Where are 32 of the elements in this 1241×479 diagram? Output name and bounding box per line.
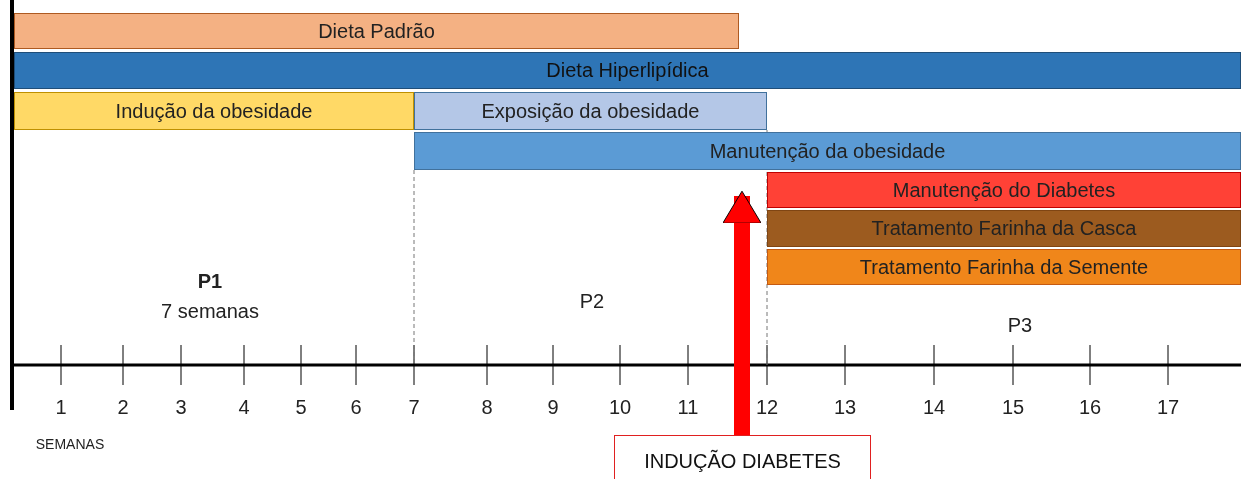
tick-label: 1 [55, 396, 67, 419]
period-label: P3 [1007, 314, 1033, 337]
phase-bar: Tratamento Farinha da Casca [767, 210, 1241, 247]
tick-label: 8 [481, 396, 493, 419]
tick-label: 17 [1156, 396, 1180, 419]
tick-label: 7 [408, 396, 420, 419]
phase-bar: Manutenção da obesidade [414, 132, 1241, 170]
phase-bar: Manutenção do Diabetes [767, 172, 1241, 208]
period-duration: 7 semanas [161, 300, 259, 323]
tick-label: 6 [350, 396, 362, 419]
arrow [722, 190, 762, 435]
tick-label: 9 [547, 396, 559, 419]
tick-label: 11 [677, 396, 699, 419]
tick-label: 2 [117, 396, 129, 419]
tick-label: 3 [175, 396, 187, 419]
period-label: P1 [197, 270, 223, 293]
tick-label: 15 [1001, 396, 1025, 419]
axis-title: SEMANAS [35, 436, 105, 452]
period-label: P2 [579, 290, 605, 313]
tick-label: 4 [238, 396, 250, 419]
tick-label: 5 [295, 396, 307, 419]
phase-bar: Dieta Hiperlipídica [14, 52, 1241, 89]
phase-bar: Indução da obesidade [14, 92, 414, 130]
tick-label: 13 [833, 396, 857, 419]
phase-bar: Exposição da obesidade [414, 92, 767, 130]
annotation-box: INDUÇÃO DIABETES [614, 435, 871, 479]
tick-label: 12 [755, 396, 779, 419]
tick-label: 16 [1078, 396, 1102, 419]
phase-bar: Tratamento Farinha da Semente [767, 249, 1241, 285]
tick-label: 10 [608, 396, 632, 419]
phase-bar: Dieta Padrão [14, 13, 739, 49]
tick-label: 14 [922, 396, 946, 419]
